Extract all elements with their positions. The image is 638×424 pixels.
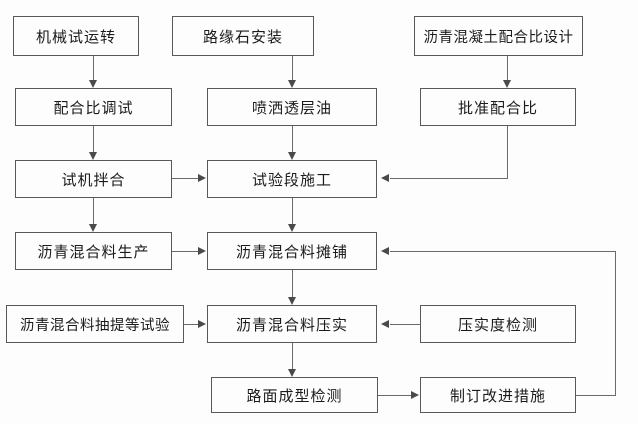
arrow-n2-n5 <box>287 80 296 88</box>
node-asphalt-concrete-mix-design[interactable]: 沥青混凝土配合比设计 <box>414 16 583 56</box>
node-approve-mix-ratio[interactable]: 批准配合比 <box>420 88 576 126</box>
edge-n9-n10 <box>172 251 198 253</box>
edge-feedback-bottom <box>576 395 616 397</box>
arrow-n8-n10 <box>287 224 296 232</box>
node-asphalt-mixture-compaction[interactable]: 沥青混合料压实 <box>207 305 377 343</box>
node-spray-prime-coat-oil[interactable]: 喷洒透层油 <box>207 88 377 126</box>
arrow-n14-n15 <box>411 390 419 399</box>
edge-n6-n8-vertical <box>507 126 509 179</box>
edge-n6-n8-horizontal <box>390 178 508 180</box>
arrow-n6-n8 <box>381 173 389 182</box>
edge-n14-n15 <box>378 395 411 397</box>
edge-n1-n4 <box>93 56 95 80</box>
arrow-n5-n8 <box>287 152 296 160</box>
edge-n10-n12 <box>292 270 294 297</box>
node-curbstone-installation[interactable]: 路缘石安装 <box>172 16 314 56</box>
arrow-n3-n6 <box>502 80 511 88</box>
node-trial-mixing[interactable]: 试机拌合 <box>15 160 172 198</box>
edge-n4-n7 <box>93 126 95 152</box>
arrow-n9-n10 <box>198 246 206 255</box>
edge-feedback-riser <box>615 251 617 396</box>
edge-n2-n5 <box>292 56 294 80</box>
edge-n12-n14 <box>292 343 294 369</box>
arrow-n10-n12 <box>287 297 296 305</box>
edge-n7-n8 <box>172 178 198 180</box>
edge-n3-n6 <box>507 56 509 80</box>
node-formulate-improvement-measures[interactable]: 制订改进措施 <box>420 377 576 413</box>
edge-n11-n12 <box>184 324 198 326</box>
arrow-n4-n7 <box>88 152 97 160</box>
arrow-n1-n4 <box>88 80 97 88</box>
node-mix-ratio-debugging[interactable]: 配合比调试 <box>15 88 172 126</box>
arrow-n7-n9 <box>88 224 97 232</box>
node-asphalt-mixture-paving[interactable]: 沥青混合料摊铺 <box>207 232 377 270</box>
edge-n13-n12 <box>390 324 421 326</box>
edge-n7-n9 <box>93 198 95 224</box>
edge-feedback-top <box>390 251 616 253</box>
arrow-feedback-into-paving <box>381 246 389 255</box>
node-test-section-construction[interactable]: 试验段施工 <box>207 160 377 198</box>
arrow-n11-n12 <box>198 319 206 328</box>
arrow-n7-n8 <box>198 173 206 182</box>
node-compaction-degree-test[interactable]: 压实度检测 <box>420 305 576 343</box>
arrow-n13-n12 <box>381 319 389 328</box>
node-asphalt-mixture-production[interactable]: 沥青混合料生产 <box>15 232 172 270</box>
node-asphalt-mixture-extraction-test[interactable]: 沥青混合料抽提等试验 <box>6 305 184 343</box>
edge-n8-n10 <box>292 198 294 224</box>
node-pavement-forming-test[interactable]: 路面成型检测 <box>211 377 378 413</box>
arrow-n12-n14 <box>287 369 296 377</box>
edge-n5-n8 <box>292 126 294 152</box>
node-mechanical-trial-run[interactable]: 机械试运转 <box>13 16 139 56</box>
